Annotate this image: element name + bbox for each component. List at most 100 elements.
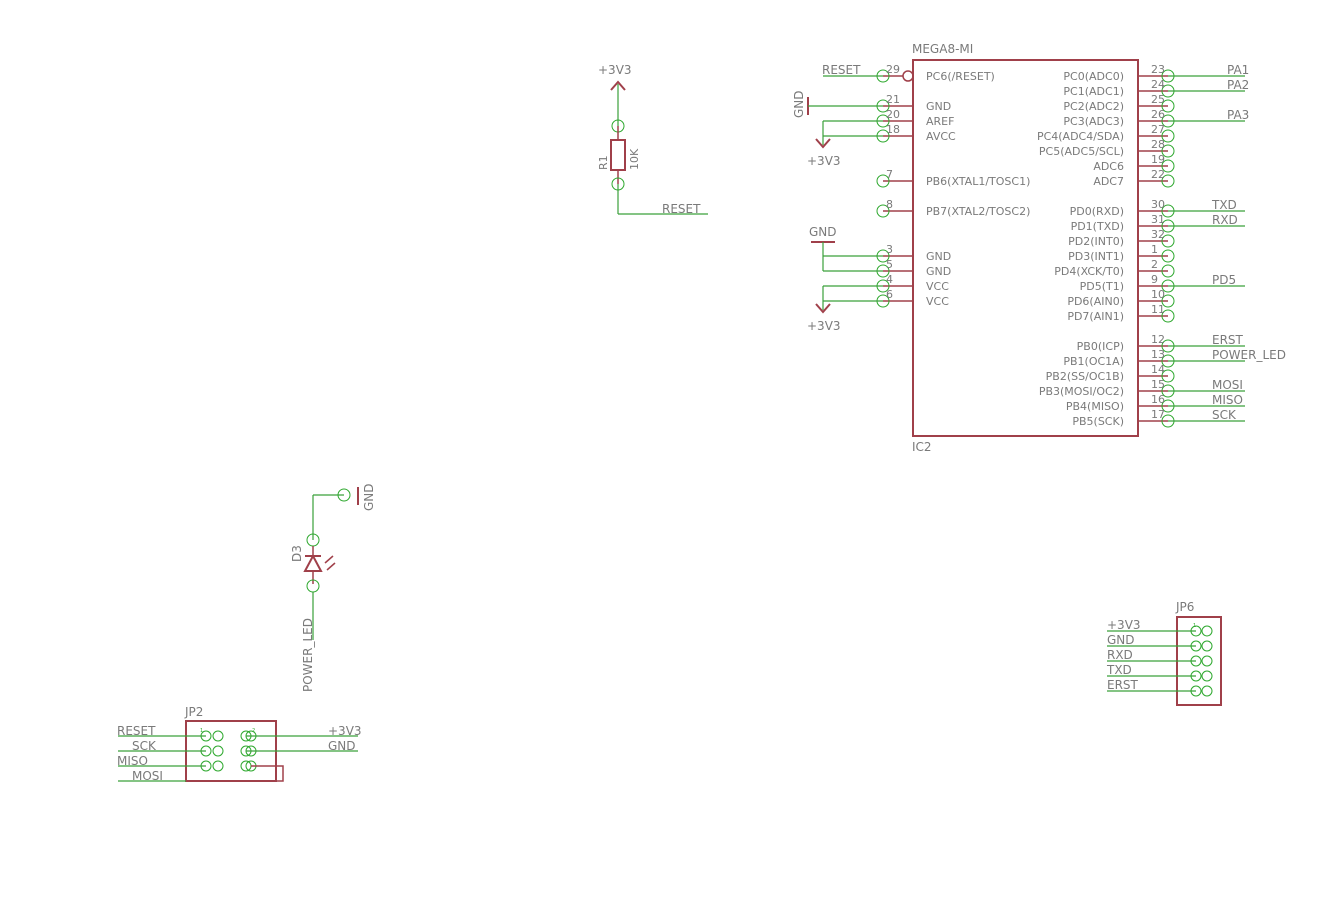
jp6-pin-5[interactable]: ERST [1107, 678, 1213, 697]
pin-number: 23 [1151, 63, 1165, 76]
net-label-sck: SCK [1212, 408, 1237, 422]
net-label-sck: SCK [132, 739, 157, 753]
pin-name: PC4(ADC4/SDA) [1037, 130, 1124, 143]
pin-name: AVCC [926, 130, 956, 143]
pin-name: PB5(SCK) [1072, 415, 1124, 428]
jp6-pin-2[interactable]: GND [1107, 633, 1213, 652]
pin-name: GND [926, 250, 951, 263]
net-label-reset: RESET [822, 63, 861, 77]
jp2-pin2-number: 2 [252, 728, 255, 734]
pin-name: PC1(ADC1) [1063, 85, 1124, 98]
ic2-right-pins: 23PC0(ADC0)PA124PC1(ADC1)PA225PC2(ADC2)2… [1037, 63, 1286, 428]
net-label-pa3: PA3 [1227, 108, 1249, 122]
jp6-name: JP6 [1175, 600, 1194, 614]
net-label-pa2: PA2 [1227, 78, 1249, 92]
pin-number: 18 [886, 123, 900, 136]
pin-name: PD6(AIN0) [1067, 295, 1124, 308]
pin-name: AREF [926, 115, 954, 128]
pin-name: PD4(XCK/T0) [1054, 265, 1124, 278]
net-label-rxd: RXD [1212, 213, 1238, 227]
ic2-body [912, 59, 1139, 437]
pin-number: 7 [886, 168, 893, 181]
pin-number: 1 [1151, 243, 1158, 256]
jp6-pin-1[interactable]: +3V3 [1107, 618, 1213, 637]
pin-number: 20 [886, 108, 900, 121]
jp2-header[interactable]: JP2 1 2 RESET SCK MISO MOSI +3V3 GND [117, 705, 362, 783]
r1-supply-label: +3V3 [598, 63, 632, 77]
pin-number: 6 [886, 288, 893, 301]
ic2-value: MEGA8-MI [912, 42, 973, 56]
pin-number: 22 [1151, 168, 1165, 181]
pin-name: PC3(ADC3) [1063, 115, 1124, 128]
net-label-miso: MISO [117, 754, 148, 768]
pin-name: GND [926, 100, 951, 113]
pin-number: 25 [1151, 93, 1165, 106]
pin-number: 31 [1151, 213, 1165, 226]
r1-body [610, 139, 626, 171]
pin-number: 30 [1151, 198, 1165, 211]
pin-number: 9 [1151, 273, 1158, 286]
pin-name: PC6(/RESET) [926, 70, 995, 83]
pin-name: PC5(ADC5/SCL) [1039, 145, 1124, 158]
v3v3-label: +3V3 [807, 319, 841, 333]
pin-name: PD5(T1) [1080, 280, 1124, 293]
d3-name: D3 [290, 545, 304, 562]
net-label-3v3: +3V3 [1107, 618, 1141, 632]
ic2-symbol[interactable]: MEGA8-MI IC2 [912, 42, 1139, 454]
net-label-txd: TXD [1106, 663, 1132, 677]
pin-name: PD3(INT1) [1068, 250, 1124, 263]
pin-number: 4 [886, 273, 893, 286]
pin-number: 10 [1151, 288, 1165, 301]
v3v3-symbol-ic2-top: +3V3 [807, 120, 883, 168]
gnd-label: GND [362, 483, 376, 511]
r1-resistor[interactable]: +3V3 R1 10K RESET [597, 63, 708, 216]
net-label-reset: RESET [117, 724, 156, 738]
pin-number: 5 [886, 258, 893, 271]
pin-number: 27 [1151, 123, 1165, 136]
pin-number: 32 [1151, 228, 1165, 241]
jp6-pin-3[interactable]: RXD [1107, 648, 1213, 667]
pin-name: PB0(ICP) [1077, 340, 1124, 353]
pin-name: PB3(MOSI/OC2) [1039, 385, 1124, 398]
pin-name: PC0(ADC0) [1063, 70, 1124, 83]
pin-name: PC2(ADC2) [1063, 100, 1124, 113]
net-label-power-led: POWER_LED [301, 618, 315, 692]
ic2-name: IC2 [912, 440, 932, 454]
jp6-pin-4[interactable]: TXD [1106, 663, 1213, 682]
d3-led[interactable]: GND D3 POWER_LED [290, 483, 376, 692]
net-label-reset: RESET [662, 202, 701, 216]
net-label-miso: MISO [1212, 393, 1243, 407]
